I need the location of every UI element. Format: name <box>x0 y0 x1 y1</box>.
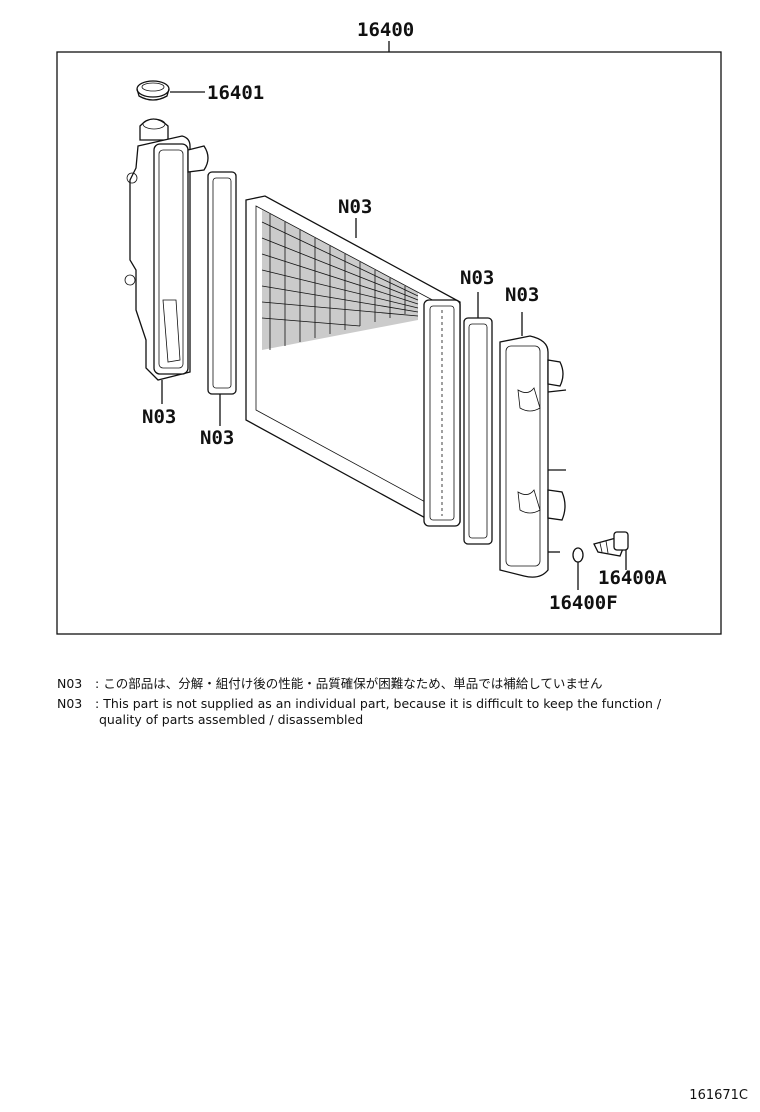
note-english: N03:This part is not supplied as an indi… <box>57 696 661 728</box>
left-tank-part[interactable] <box>124 118 209 404</box>
callout-drain-cock[interactable]: 16400A <box>598 567 667 589</box>
note-code: N03 <box>57 676 83 691</box>
note-separator: : <box>95 696 100 711</box>
note-text: This part is not supplied as an individu… <box>103 696 662 711</box>
assembly-frame <box>56 51 722 635</box>
right-gasket-part[interactable] <box>463 292 493 545</box>
callout-cap[interactable]: 16401 <box>207 82 264 104</box>
note-separator: : <box>95 676 100 691</box>
callout-left-gasket[interactable]: N03 <box>200 427 234 449</box>
callout-right-tank[interactable]: N03 <box>505 284 539 306</box>
drain-cock-part[interactable] <box>593 531 629 570</box>
note-code: N03 <box>57 696 83 711</box>
left-gasket-part[interactable] <box>207 171 237 426</box>
note-text-continued: quality of parts assembled / disassemble… <box>99 712 364 727</box>
figure-id: 161671C <box>689 1088 748 1103</box>
drain-oring-part[interactable] <box>572 547 584 590</box>
note-japanese: N03:この部品は、分解・組付け後の性能・品質確保が困難なため、単品では補給して… <box>57 676 602 692</box>
callout-drain-oring[interactable]: 16400F <box>549 592 618 614</box>
right-tank-part[interactable] <box>499 312 567 578</box>
radiator-cap-part[interactable] <box>136 80 205 101</box>
callout-core[interactable]: N03 <box>338 196 372 218</box>
callout-left-tank[interactable]: N03 <box>142 406 176 428</box>
callout-right-gasket[interactable]: N03 <box>460 267 494 289</box>
radiator-core-part[interactable] <box>245 195 461 527</box>
note-text: この部品は、分解・組付け後の性能・品質確保が困難なため、単品では補給していません <box>103 676 603 691</box>
callout-assembly[interactable]: 16400 <box>357 19 414 41</box>
